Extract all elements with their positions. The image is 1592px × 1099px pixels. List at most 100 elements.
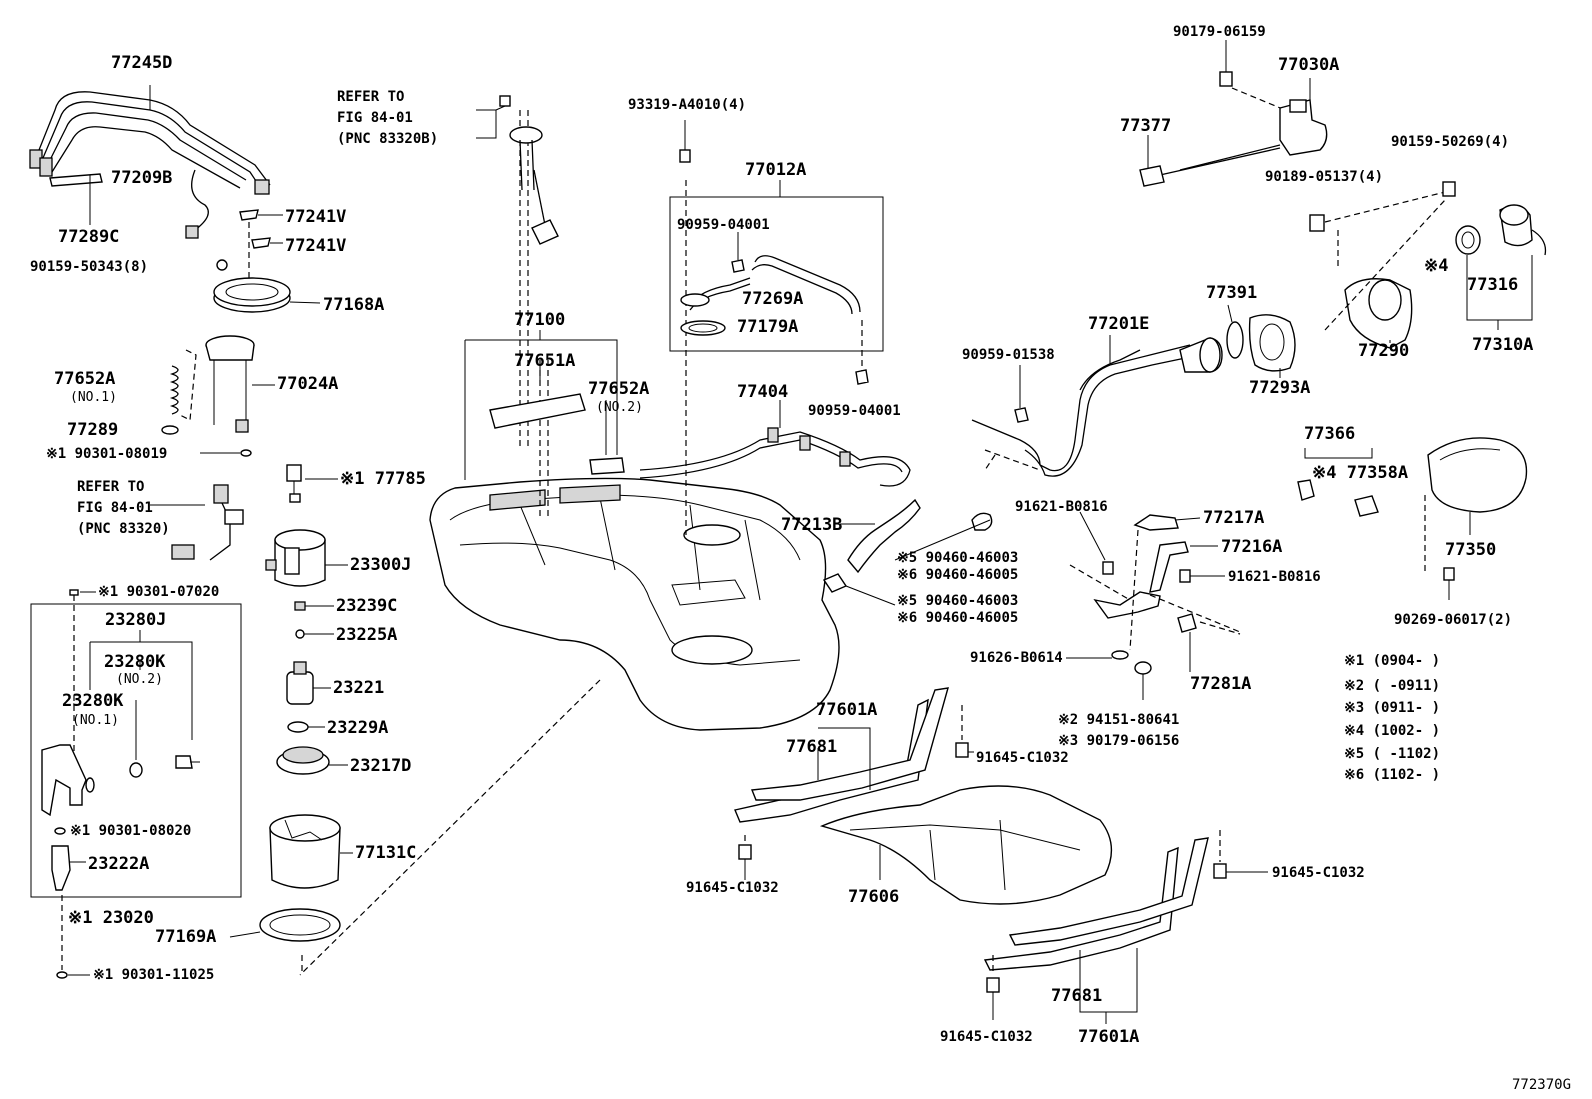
part-label: 91626-B0614 [970, 650, 1063, 666]
part-label: 23221 [333, 678, 385, 698]
part-label: 77030A [1278, 55, 1340, 75]
filler-pipe-group [971, 199, 1547, 477]
part-label: 77024A [277, 374, 339, 394]
part-label: ※1 90301-11025 [93, 967, 215, 983]
part-label: 77310A [1472, 335, 1534, 355]
part-label: 77350 [1445, 540, 1497, 560]
part-label: 77169A [155, 927, 217, 947]
part-label: 77681 [786, 737, 838, 757]
part-label: 77289C [58, 227, 120, 247]
fuel-sender-gauge [161, 335, 275, 457]
part-label: ※1 90301-08019 [46, 446, 168, 462]
part-label: REFER TO [77, 479, 145, 495]
part-label: 23229A [327, 718, 389, 738]
part-label: ※2 94151-80641 [1058, 712, 1180, 728]
filler-bracket-group [1066, 511, 1241, 700]
part-label: 23280K [62, 691, 124, 711]
part-label: 77316 [1467, 275, 1519, 295]
part-label: 23280J [105, 610, 167, 630]
part-label: (NO.1) [72, 713, 119, 728]
part-label: ※5 90460-46003 [897, 593, 1019, 609]
part-label: 77681 [1051, 986, 1103, 1006]
part-label: 90159-50343(8) [30, 259, 149, 275]
part-label: 77241V [285, 207, 347, 227]
part-label: ※4 (1002- ) [1344, 723, 1441, 739]
part-label: 23300J [350, 555, 412, 575]
fuel-lid-group [1297, 437, 1528, 600]
part-label: 23239C [336, 596, 398, 616]
part-label: 77100 [514, 310, 566, 330]
part-label: 77131C [355, 843, 417, 863]
part-label: 77293A [1249, 378, 1311, 398]
part-label: ※1 90301-08020 [70, 823, 192, 839]
part-label: (NO.2) [596, 400, 643, 415]
part-label: 77377 [1120, 116, 1172, 136]
part-label: 23222A [88, 854, 150, 874]
part-label: 90179-06159 [1173, 24, 1266, 40]
part-label: 77601A [1078, 1027, 1140, 1047]
part-label: 91645-C1032 [1272, 865, 1365, 881]
part-label: 23280K [104, 652, 166, 672]
part-label: 23217D [350, 756, 412, 776]
part-label: 77245D [111, 53, 173, 73]
part-label: 77179A [737, 317, 799, 337]
part-label: ※4 [1424, 256, 1449, 276]
part-label: 91645-C1032 [976, 750, 1069, 766]
fuel-filter-pump-group [229, 464, 353, 942]
part-label: 91621-B0816 [1228, 569, 1321, 585]
part-label: 90189-05137(4) [1265, 169, 1384, 185]
part-label: 77269A [742, 289, 804, 309]
part-label: 77366 [1304, 424, 1356, 444]
part-label: (NO.2) [116, 672, 163, 687]
part-label: 77651A [514, 351, 576, 371]
part-label: 77209B [111, 168, 173, 188]
part-label: ※6 (1102- ) [1344, 767, 1441, 783]
part-label: ※1 90301-07020 [98, 584, 220, 600]
part-label: ※4 77358A [1312, 463, 1409, 483]
part-label: (NO.1) [70, 390, 117, 405]
diagram-code: 772370G [1512, 1077, 1572, 1093]
tank-cushion-group [464, 330, 625, 480]
part-label: REFER TO [337, 89, 405, 105]
part-label: 91645-C1032 [940, 1029, 1033, 1045]
part-label: 91621-B0816 [1015, 499, 1108, 515]
part-label: 77201E [1088, 314, 1150, 334]
part-label: 77391 [1206, 283, 1258, 303]
part-label: ※6 90460-46005 [897, 567, 1019, 583]
part-label: 77216A [1221, 537, 1283, 557]
part-label: 93319-A4010(4) [628, 97, 747, 113]
part-label: 90159-50269(4) [1391, 134, 1510, 150]
part-label: 77289 [67, 420, 119, 440]
part-label: ※6 90460-46005 [897, 610, 1019, 626]
sender-83320-sketch [150, 484, 244, 561]
part-label: 77404 [737, 382, 789, 402]
part-label: 77290 [1358, 341, 1410, 361]
part-label: 77601A [816, 700, 878, 720]
part-label: ※5 90460-46003 [897, 550, 1019, 566]
part-label: ※5 ( -1102) [1344, 746, 1441, 762]
part-label: 77652A [588, 379, 650, 399]
part-label: ※2 ( -0911) [1344, 678, 1441, 694]
sender-83320b-sketch [476, 95, 559, 245]
part-label: 77241V [285, 236, 347, 256]
part-label: 90959-04001 [677, 217, 770, 233]
part-label: 77606 [848, 887, 900, 907]
part-label: 90269-06017(2) [1394, 612, 1513, 628]
part-label: ※1 23020 [68, 908, 154, 928]
part-label: (PNC 83320B) [337, 131, 439, 147]
part-label: 77652A [54, 369, 116, 389]
part-label: FIG 84-01 [337, 110, 413, 126]
fuel-tube-assembly [29, 85, 271, 239]
part-label: 77217A [1203, 508, 1265, 528]
part-label: ※3 90179-06156 [1058, 733, 1180, 749]
part-label: 77168A [323, 295, 385, 315]
part-label: ※3 (0911- ) [1344, 700, 1441, 716]
part-label: 90959-01538 [962, 347, 1055, 363]
part-label: 90959-04001 [808, 403, 901, 419]
part-label: 77012A [745, 160, 807, 180]
fuel-tank [299, 110, 993, 976]
fuel-suction-box [30, 589, 242, 979]
vent-tube-box [669, 120, 884, 385]
part-label: FIG 84-01 [77, 500, 153, 516]
